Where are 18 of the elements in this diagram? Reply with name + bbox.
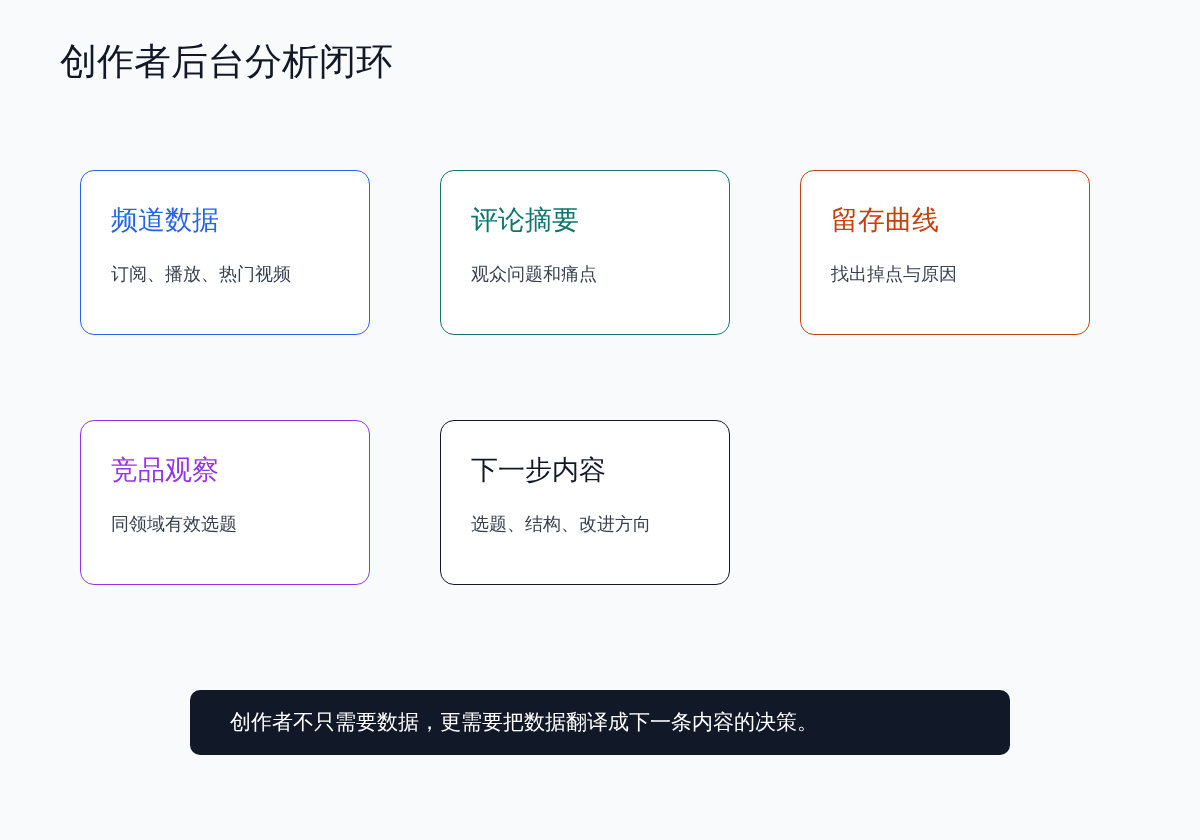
note-banner: [190, 690, 1010, 755]
card-heading: 竞品观察: [111, 453, 219, 487]
card-text: 选题、结构、改进方向: [471, 512, 651, 536]
card: [440, 420, 730, 585]
card: [440, 170, 730, 335]
card: [800, 170, 1090, 335]
card-heading: 评论摘要: [471, 203, 579, 237]
card-heading: 留存曲线: [831, 203, 939, 237]
card-text: 同领域有效选题: [111, 512, 237, 536]
card-text: 观众问题和痛点: [471, 262, 597, 286]
card-heading: 频道数据: [111, 203, 219, 237]
card: [80, 420, 370, 585]
card-text: 订阅、播放、热门视频: [111, 262, 291, 286]
card: [80, 170, 370, 335]
title: 创作者后台分析闭环: [60, 39, 393, 85]
card-text: 找出掉点与原因: [831, 262, 957, 286]
card-heading: 下一步内容: [471, 453, 606, 487]
note-text: 创作者不只需要数据，更需要把数据翻译成下一条内容的决策。: [230, 709, 818, 736]
